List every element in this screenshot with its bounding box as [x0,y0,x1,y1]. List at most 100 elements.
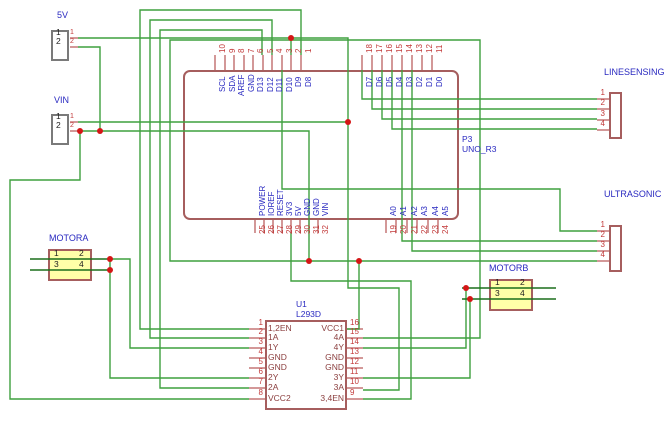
pin-number: 16 [385,44,394,53]
wire [78,46,101,131]
pin-number: 3 [258,337,263,346]
pin-number: 6 [256,48,265,53]
wire [149,19,273,339]
pin-number: 19 [389,225,398,234]
pin-number: 8 [237,48,246,53]
pin-name: D11 [275,77,284,92]
pin-name: D3 [405,76,414,88]
wire [169,39,597,339]
pin-number: 2 [79,248,84,258]
pin-number: 2 [600,230,605,239]
pin-name: GND [268,362,287,372]
pin-name: D9 [294,76,303,88]
pin-name: 1 [56,27,61,37]
junction-dot [77,128,83,134]
wire [371,70,597,110]
pin-number: 1 [70,29,74,36]
wire [109,259,249,379]
pin-number: 7 [258,377,263,386]
wire [347,261,360,330]
pin-name: 1,2EN [268,323,292,333]
pin-number: 15 [350,327,359,336]
pin-name: 3,4EN [320,393,344,403]
pin-number: 3 [285,48,294,53]
pin-name: 2 [56,120,61,130]
pin-name: GND [268,352,287,362]
pin-number: 14 [350,337,359,346]
pin-name: AREF [237,75,246,97]
pin-name: POWER [258,185,267,216]
pin-name: D1 [425,76,434,88]
uno-body [183,70,459,220]
pin-name: GND [325,362,344,372]
pin-number: 3 [54,259,59,269]
wire [381,70,597,120]
pin-number: 12 [350,357,359,366]
pin-number: 2 [600,98,605,107]
pin-name: VIN [321,202,330,216]
pin-number: 2 [70,38,74,45]
pin-name: SCL [218,76,227,92]
pin-name: D2 [415,76,424,88]
pin-number: 31 [312,225,321,234]
pin-number: 1 [304,48,313,53]
pin-number: 4 [79,259,84,269]
pin-number: 24 [441,225,450,234]
junction-dot [467,296,473,302]
pin-name: 2Y [268,372,279,382]
pin-name: A5 [441,206,450,216]
pin-name: D4 [395,76,404,88]
pin-name: D13 [256,77,265,92]
pin-name: IOREF [267,191,276,216]
pin-name: A0 [389,206,398,216]
pin-number: 4 [258,347,263,356]
label-motora: MOTORA [49,233,89,243]
pin-name: 3Y [333,372,344,382]
pin-number: 8 [258,388,263,397]
pin-number: 3 [600,109,605,118]
pin-name: 2 [56,36,61,46]
pin-number: 13 [350,347,359,356]
wire [361,70,597,100]
pin-number: 15 [395,44,404,53]
pin-name: RESET [276,189,285,216]
pin-number: 4 [600,119,605,128]
pin-number: 10 [218,44,227,53]
wire [411,70,597,252]
pin-name: 4Y [333,342,344,352]
pin-number: 1 [495,277,500,287]
pin-number: 3 [495,288,500,298]
pin-number: 12 [425,44,434,53]
junction-dot [107,256,113,262]
wire [290,233,412,400]
label-ultrasonic: ULTRASONIC [604,189,662,199]
pin-name: 3A [333,382,344,392]
pin-number: 13 [415,44,424,53]
wire [401,70,597,242]
wire [363,299,471,379]
ultrasonic-body [609,225,622,272]
junction-dot [97,128,103,134]
connector-5v-body [51,30,69,61]
pin-number: 1 [70,113,74,120]
pin-number: 9 [228,48,237,53]
pin-number: 16 [350,318,359,327]
pin-name: SDA [228,75,237,92]
pin-number: 23 [431,225,440,234]
junction-dot [356,258,362,264]
l293d-ref: U1 [296,299,307,309]
label-5v: 5V [57,10,69,20]
junction-dot [288,35,294,41]
pin-number: 25 [258,225,267,234]
pin-name: 4A [333,332,344,342]
pin-number: 2 [294,48,303,53]
pin-number: 10 [350,377,359,386]
pin-name: 2A [268,382,279,392]
pin-number: 4 [520,288,525,298]
junction-dot [306,258,312,264]
pin-name: GND [325,352,344,362]
pin-name: D6 [375,76,384,88]
pin-number: 5 [258,357,263,366]
pin-name: GND [303,198,312,216]
pin-number: 1 [600,88,605,97]
